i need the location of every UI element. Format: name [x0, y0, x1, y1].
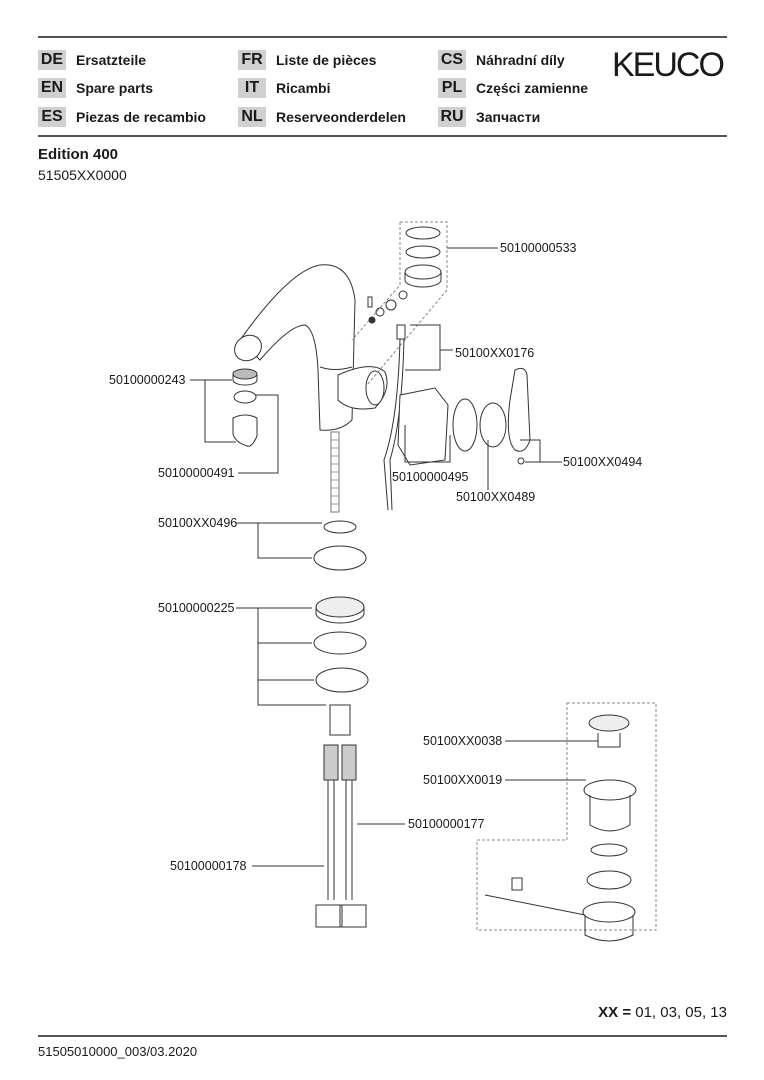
- part-label: 50100000491: [158, 466, 235, 480]
- part-label: 50100XX0494: [563, 455, 643, 469]
- lang-en: EN Spare parts: [38, 78, 153, 98]
- part-label: 50100XX0489: [456, 490, 536, 504]
- lang-de: DE Ersatzteile: [38, 50, 146, 70]
- lang-label: Liste de pièces: [276, 52, 377, 68]
- part-label: 50100XX0038: [423, 734, 503, 748]
- header-rule: [38, 135, 727, 137]
- lang-code: CS: [438, 50, 466, 70]
- lang-label: Ersatzteile: [76, 52, 147, 68]
- part-label: 50100XX0176: [455, 346, 535, 360]
- lang-code: RU: [438, 107, 466, 127]
- footer-rule: [38, 1035, 727, 1037]
- lang-label: Piezas de recambio: [76, 109, 206, 125]
- lang-label: Części zamienne: [476, 80, 589, 96]
- lang-ru: RU Запчасти: [438, 107, 540, 127]
- document-id: 51505010000_003/03.2020: [38, 1044, 198, 1059]
- variant-key: XX =: [598, 1004, 632, 1021]
- lang-code: IT: [238, 78, 266, 98]
- lang-fr: FR Liste de pièces: [238, 50, 376, 70]
- lang-label: Ricambi: [276, 80, 331, 96]
- variant-values: 01, 03, 05, 13: [635, 1004, 727, 1021]
- lang-code: FR: [238, 50, 266, 70]
- part-label: 50100000178: [170, 859, 247, 873]
- part-label: 50100XX0496: [158, 516, 238, 530]
- variant-legend: XX = 01, 03, 05, 13: [598, 1004, 727, 1021]
- part-label: 50100000495: [392, 470, 469, 484]
- lang-code: PL: [438, 78, 466, 98]
- part-label: 50100000533: [500, 241, 577, 255]
- lang-label: Reserveonderdelen: [276, 109, 406, 125]
- lang-es: ES Piezas de recambio: [38, 107, 206, 127]
- product-number: 51505XX0000: [38, 167, 127, 183]
- lang-code: NL: [238, 107, 266, 127]
- threaded-rod: [330, 431, 340, 513]
- part-label: 50100000243: [109, 373, 186, 387]
- product-title: Edition 400: [38, 146, 119, 163]
- lang-label: Náhradní díly: [476, 52, 565, 68]
- part-label: 50100000225: [158, 601, 235, 615]
- keuco-logo: KEUCO: [612, 46, 725, 84]
- lang-it: IT Ricambi: [238, 78, 330, 98]
- lang-label: Spare parts: [76, 80, 154, 96]
- part-label: 50100000177: [408, 817, 485, 831]
- lang-cs: CS Náhradní díly: [438, 50, 565, 70]
- part-label: 50100XX0019: [423, 773, 503, 787]
- lang-nl: NL Reserveonderdelen: [238, 107, 406, 127]
- top-rule: [38, 36, 727, 38]
- faucet-body: [234, 264, 388, 431]
- lang-code: EN: [38, 78, 66, 98]
- lang-label: Запчасти: [476, 109, 541, 125]
- lang-pl: PL Części zamienne: [438, 78, 588, 98]
- lang-code: DE: [38, 50, 66, 70]
- lang-code: ES: [38, 107, 66, 127]
